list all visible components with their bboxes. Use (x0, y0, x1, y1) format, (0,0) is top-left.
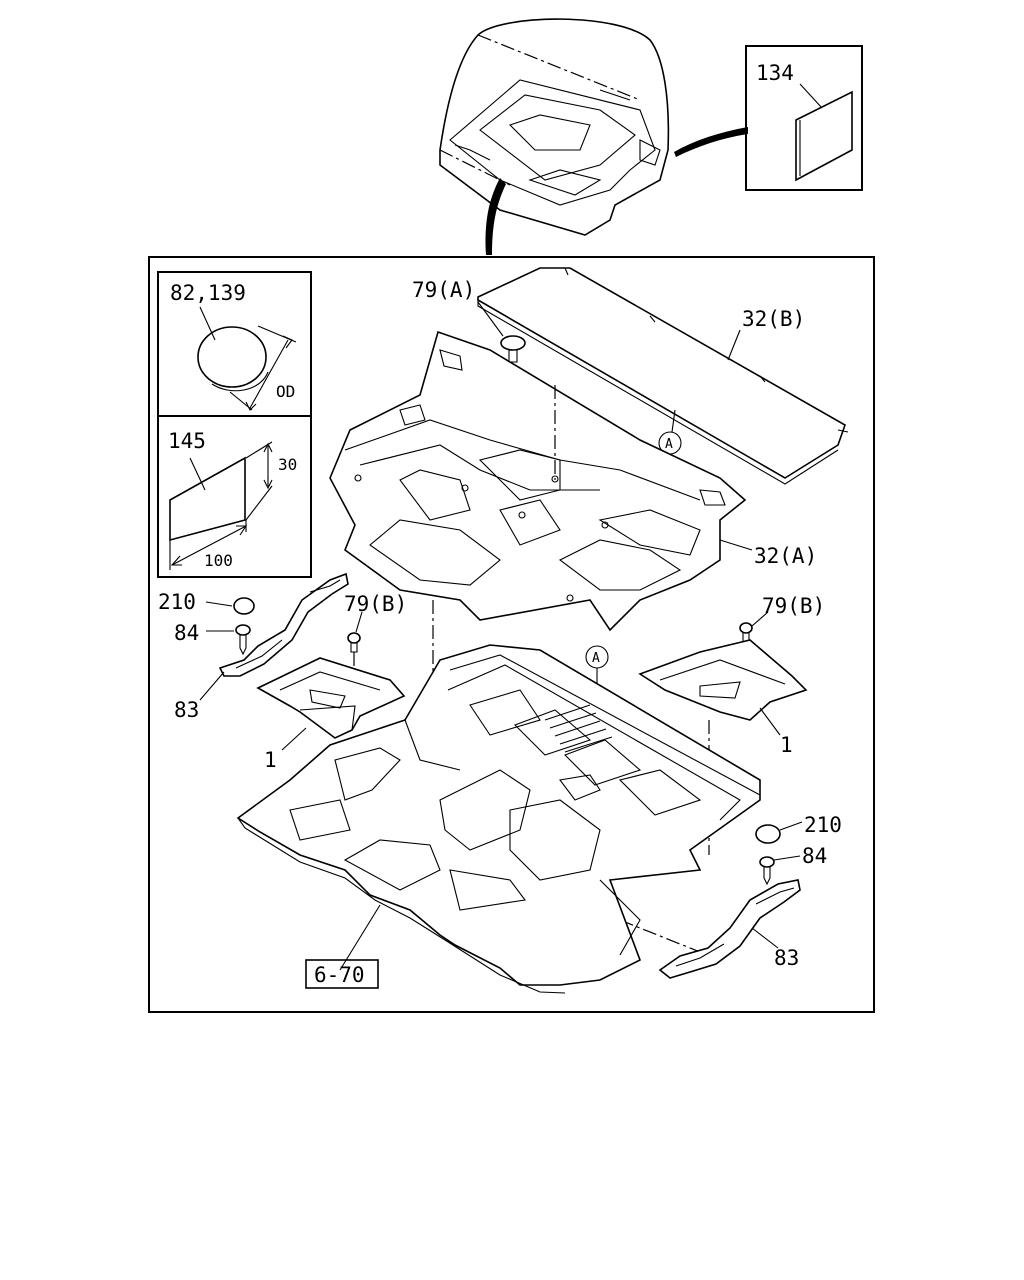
label-dim-30: 30 (278, 455, 297, 474)
label-32b: 32(B) (742, 307, 805, 331)
label-32a: 32(A) (754, 544, 817, 568)
left-fastener-group: 210 84 83 (158, 572, 349, 722)
label-79a: 79(A) (412, 278, 475, 302)
part-32b-panel: 32(B) (477, 267, 849, 485)
label-79b-right: 79(B) (762, 594, 825, 618)
label-ref-a-lower: A (592, 651, 600, 666)
ref-6-70: 6-70 (305, 959, 379, 989)
label-210-right: 210 (804, 813, 842, 837)
main-frame (148, 256, 875, 1013)
inset-134: 134 (745, 45, 863, 191)
label-84-left: 84 (174, 621, 199, 645)
right-part-1-group: 79(B) 1 (638, 594, 825, 757)
label-1-right: 1 (780, 733, 793, 757)
label-83-left: 83 (174, 698, 199, 722)
floor-pan (236, 644, 761, 994)
label-82-139: 82,139 (170, 281, 246, 305)
label-6-70: 6-70 (314, 963, 365, 987)
cab-overview (439, 18, 670, 236)
leader-arc-to-134 (674, 127, 748, 157)
left-part-1-group: 79(B) 1 (256, 592, 407, 772)
label-134: 134 (756, 61, 794, 85)
inset-82-139: 82,139 OD (157, 271, 312, 578)
label-83-right: 83 (774, 946, 799, 970)
label-od: OD (276, 382, 295, 401)
label-79b-left: 79(B) (344, 592, 407, 616)
label-145: 145 (168, 429, 206, 453)
part-32a-floor-mat: 32(A) (329, 330, 817, 632)
label-1-left: 1 (264, 748, 277, 772)
label-dim-100: 100 (204, 551, 233, 570)
inset-145: 145 30 100 (168, 429, 297, 570)
label-210-left: 210 (158, 590, 196, 614)
leader-arc-to-main (485, 178, 506, 255)
align-line-7 (619, 919, 721, 961)
right-fastener-group: 210 84 83 (658, 813, 842, 979)
label-ref-a-upper: A (665, 437, 673, 452)
label-84-right: 84 (802, 844, 827, 868)
